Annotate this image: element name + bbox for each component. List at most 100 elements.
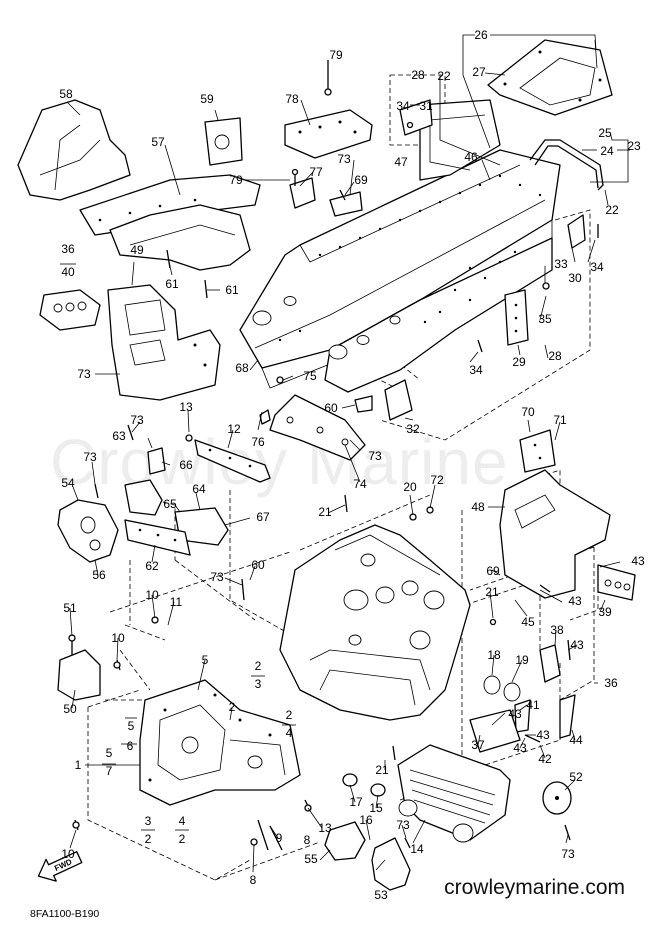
- callout-20: 20: [403, 480, 417, 494]
- callout-73-b: 73: [77, 367, 91, 381]
- callout-2-e: 2: [179, 832, 186, 846]
- callout-78: 78: [285, 92, 299, 106]
- callout-8-b: 8: [250, 873, 257, 887]
- callout-59: 59: [200, 92, 214, 106]
- callout-1: 1: [75, 758, 82, 772]
- callout-4: 4: [286, 726, 293, 740]
- callout-28-b: 28: [548, 349, 562, 363]
- callout-38: 38: [550, 623, 564, 637]
- callout-43-d: 43: [508, 707, 522, 721]
- callout-41: 41: [526, 698, 540, 712]
- front-left-brackets: [39, 284, 221, 401]
- fasteners: [68, 60, 599, 851]
- callout-34-c: 34: [469, 363, 483, 377]
- callout-30: 30: [568, 271, 582, 285]
- callout-10-c: 10: [61, 847, 75, 861]
- footrest-plate: [259, 394, 366, 461]
- callout-47: 47: [394, 155, 408, 169]
- callout-31: 31: [419, 99, 433, 113]
- callout-5-b: 5: [128, 719, 135, 733]
- callout-43-f: 43: [513, 741, 527, 755]
- front-suspension-frame: [57, 649, 301, 806]
- callout-73: 73: [337, 152, 351, 166]
- callout-22-b: 22: [605, 203, 619, 217]
- callout-70: 70: [521, 405, 535, 419]
- callout-7: 7: [106, 764, 113, 778]
- callout-73-g: 73: [396, 818, 410, 832]
- callout-4-b: 4: [179, 814, 186, 828]
- callout-9: 9: [276, 831, 283, 845]
- callout-2-d: 2: [145, 832, 152, 846]
- callout-74: 74: [353, 477, 367, 491]
- callout-3-b: 3: [145, 814, 152, 828]
- callout-40: 40: [61, 265, 75, 279]
- callout-5: 5: [202, 653, 209, 667]
- callout-73-c: 73: [130, 413, 144, 427]
- callout-76: 76: [251, 435, 265, 449]
- callout-58: 58: [59, 87, 73, 101]
- callout-62: 62: [145, 559, 159, 573]
- website-label: crowleymarine.com: [444, 876, 625, 899]
- rear-flap-assembly: [487, 39, 613, 191]
- callout-34-b: 34: [590, 260, 604, 274]
- callout-8: 8: [304, 833, 311, 847]
- callout-54: 54: [61, 476, 75, 490]
- callout-42: 42: [538, 752, 552, 766]
- callout-26: 26: [474, 28, 488, 42]
- callout-50: 50: [63, 702, 77, 716]
- heat-exchanger: [397, 744, 572, 843]
- callout-46: 46: [464, 150, 478, 164]
- rear-brackets: [354, 214, 586, 421]
- diagram-code: 8FA1100-B190: [30, 908, 100, 920]
- leader-lines: [60, 34, 630, 873]
- callout-13: 13: [179, 400, 193, 414]
- callout-73-f: 73: [210, 570, 224, 584]
- callout-2-b: 2: [229, 700, 236, 714]
- callout-48: 48: [471, 500, 485, 514]
- callout-27: 27: [472, 65, 486, 79]
- callout-12: 12: [227, 422, 241, 436]
- callout-39: 39: [598, 605, 612, 619]
- callout-11: 11: [170, 595, 183, 609]
- right-lower-brackets: [469, 644, 576, 753]
- callout-43-b: 43: [568, 594, 582, 608]
- callout-73-e: 73: [368, 449, 382, 463]
- callout-18: 18: [487, 648, 501, 662]
- tunnel-rivets: [278, 174, 542, 342]
- callout-77: 77: [309, 165, 323, 179]
- callout-75: 75: [303, 369, 317, 383]
- callout-14: 14: [410, 842, 424, 856]
- callout-63: 63: [112, 429, 126, 443]
- callout-36-b: 36: [604, 676, 618, 690]
- callout-43-c: 43: [570, 638, 584, 652]
- forward-direction-arrow: FWD: [37, 851, 83, 882]
- callout-35: 35: [538, 312, 552, 326]
- callout-28: 28: [411, 68, 425, 82]
- callout-55: 55: [304, 852, 318, 866]
- callout-36: 36: [61, 242, 75, 256]
- callout-2-c: 2: [286, 708, 293, 722]
- callout-15: 15: [369, 801, 383, 815]
- callout-44: 44: [569, 733, 583, 747]
- callout-49: 49: [130, 243, 144, 257]
- top-plates: [284, 99, 433, 217]
- callout-43: 43: [631, 554, 645, 568]
- steering-brackets: [124, 439, 271, 556]
- callout-19: 19: [515, 653, 529, 667]
- callout-17: 17: [349, 795, 363, 809]
- callout-60-b: 60: [251, 558, 265, 572]
- callout-57: 57: [151, 135, 165, 149]
- callout-69-b: 69: [486, 564, 500, 578]
- callout-21-b: 21: [485, 585, 499, 599]
- callout-72: 72: [430, 473, 444, 487]
- seals-and-cups: [324, 773, 411, 891]
- callout-6: 6: [127, 739, 134, 753]
- callout-61-b: 61: [225, 283, 239, 297]
- callout-3: 3: [255, 677, 262, 691]
- callout-37: 37: [471, 738, 485, 752]
- callout-79: 79: [329, 48, 343, 62]
- callout-52: 52: [569, 770, 583, 784]
- callout-13-b: 13: [318, 821, 332, 835]
- callout-71: 71: [553, 413, 567, 427]
